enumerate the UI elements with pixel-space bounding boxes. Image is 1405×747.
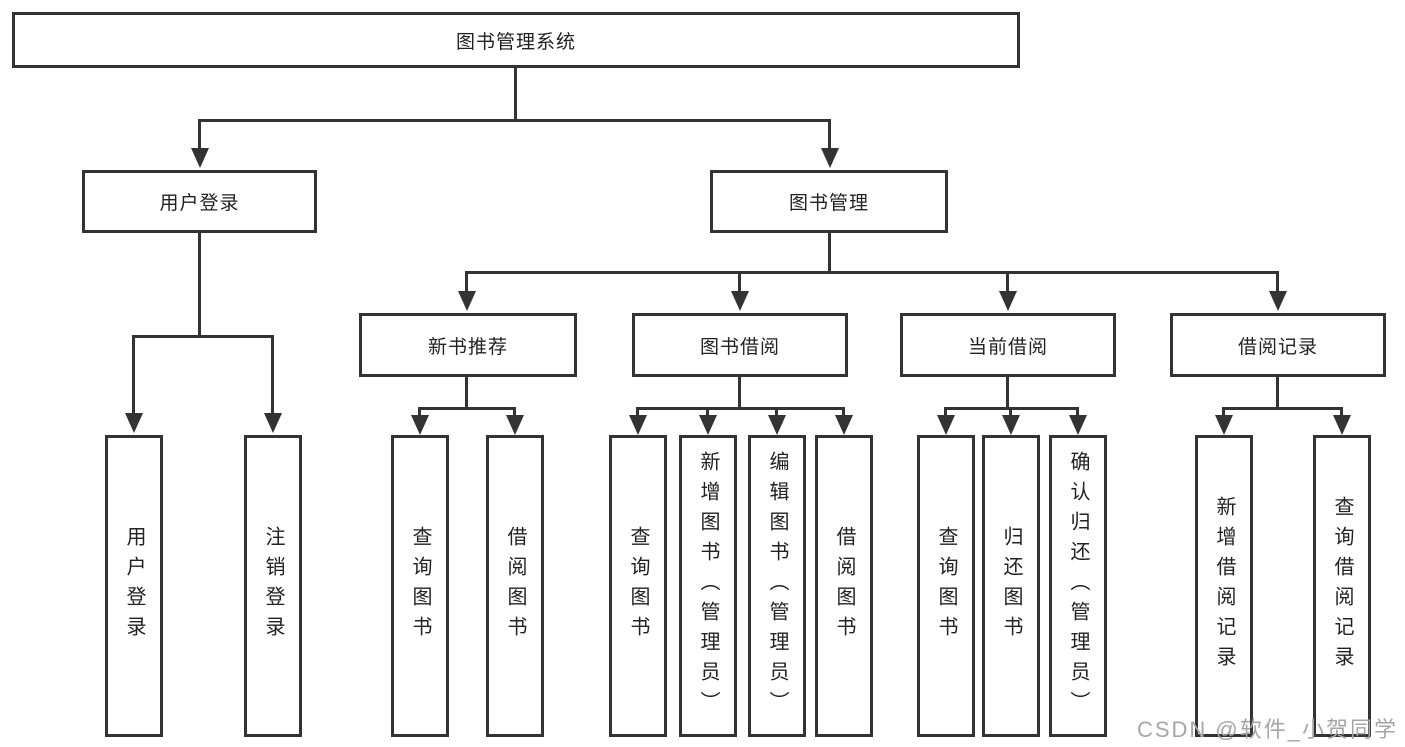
leaf-logout: 注销登录 xyxy=(244,435,302,737)
node-borrow-records: 借阅记录 xyxy=(1170,313,1386,377)
arrow-down-icon xyxy=(768,415,786,435)
node-label: 新书推荐 xyxy=(427,336,508,358)
arrow-down-icon xyxy=(458,291,476,311)
node-label: 查询借阅记录 xyxy=(1331,496,1353,676)
connector-arrow-line xyxy=(636,407,639,419)
node-label: 借阅图书 xyxy=(504,526,526,646)
arrow-down-icon xyxy=(1215,415,1233,435)
connector-groupB-rail xyxy=(636,407,845,410)
leaf-user-login: 用户登录 xyxy=(105,435,163,737)
connector-level1-rail xyxy=(198,119,831,122)
node-label: 图书管理系统 xyxy=(455,31,576,53)
connector-arrow-line xyxy=(1340,407,1343,419)
arrow-down-icon xyxy=(999,291,1017,311)
connector-groupD-stem xyxy=(1276,376,1279,410)
leaf-confirm-return-admin: 确认归还（管理员） xyxy=(1049,435,1107,737)
arrow-down-icon xyxy=(937,415,955,435)
node-label: 借阅图书 xyxy=(833,526,855,646)
arrow-down-icon xyxy=(731,291,749,311)
node-label: 借阅记录 xyxy=(1237,336,1318,358)
node-label: 注销登录 xyxy=(262,526,284,646)
node-label: 新增图书（管理员） xyxy=(697,451,719,721)
connector-arrow-line xyxy=(271,335,274,415)
node-book-management: 图书管理 xyxy=(710,170,948,233)
connector-arrow-line xyxy=(828,119,831,153)
leaf-add-borrow-record: 新增借阅记录 xyxy=(1195,435,1253,737)
connector-arrow-line xyxy=(1006,271,1009,295)
arrow-down-icon xyxy=(411,415,429,435)
connector-arrow-line xyxy=(418,407,421,419)
connector-arrow-line xyxy=(944,407,947,419)
arrow-down-icon xyxy=(1333,415,1351,435)
leaf-borrow-books-recommend: 借阅图书 xyxy=(486,435,544,737)
node-label: 查询图书 xyxy=(627,526,649,646)
node-label: 图书借阅 xyxy=(699,336,780,358)
connector-groupA-rail xyxy=(418,407,516,410)
connector-arrow-line xyxy=(1009,407,1012,419)
connector-groupB-stem xyxy=(738,376,741,410)
connector-arrow-line xyxy=(738,271,741,295)
node-user-login: 用户登录 xyxy=(82,170,317,233)
connector-user-login-stem xyxy=(198,232,201,338)
node-label: 用户登录 xyxy=(123,526,145,646)
connector-arrow-line xyxy=(842,407,845,419)
node-label: 确认归还（管理员） xyxy=(1067,451,1089,721)
connector-arrow-line xyxy=(465,271,468,295)
connector-book-mgmt-stem xyxy=(828,232,831,274)
node-current-borrowing: 当前借阅 xyxy=(900,313,1116,377)
node-label: 查询图书 xyxy=(935,526,957,646)
node-system-root: 图书管理系统 xyxy=(12,12,1020,68)
node-label: 图书管理 xyxy=(788,193,869,214)
connector-user-login-rail xyxy=(132,335,274,338)
node-label: 当前借阅 xyxy=(967,336,1048,358)
node-book-borrowing: 图书借阅 xyxy=(632,313,848,377)
connector-arrow-line xyxy=(132,335,135,415)
arrow-down-icon xyxy=(629,415,647,435)
connector-root-stem xyxy=(514,68,517,122)
connector-groupD-rail xyxy=(1222,407,1343,410)
arrow-down-icon xyxy=(1069,415,1087,435)
connector-arrow-line xyxy=(1076,407,1079,419)
leaf-edit-books-admin: 编辑图书（管理员） xyxy=(748,435,806,737)
node-label: 查询图书 xyxy=(409,526,431,646)
leaf-query-borrow-record: 查询借阅记录 xyxy=(1313,435,1371,737)
connector-groupA-stem xyxy=(465,376,468,410)
connector-arrow-line xyxy=(706,407,709,419)
arrow-down-icon xyxy=(264,413,282,433)
arrow-down-icon xyxy=(835,415,853,435)
node-label: 用户登录 xyxy=(159,193,240,214)
arrow-down-icon xyxy=(1269,291,1287,311)
connector-arrow-line xyxy=(1276,271,1279,295)
leaf-query-books-current: 查询图书 xyxy=(917,435,975,737)
arrow-down-icon xyxy=(191,148,209,168)
leaf-query-books-recommend: 查询图书 xyxy=(391,435,449,737)
leaf-query-books-borrowing: 查询图书 xyxy=(609,435,667,737)
node-label: 归还图书 xyxy=(1000,526,1022,646)
arrow-down-icon xyxy=(1002,415,1020,435)
arrow-down-icon xyxy=(699,415,717,435)
arrow-down-icon xyxy=(821,148,839,168)
csdn-watermark: CSDN @软件_小贺同学 xyxy=(1136,717,1398,742)
arrow-down-icon xyxy=(506,415,524,435)
leaf-borrow-books: 借阅图书 xyxy=(815,435,873,737)
connector-groupC-stem xyxy=(1006,376,1009,410)
node-label: 编辑图书（管理员） xyxy=(766,451,788,721)
node-new-book-recommend: 新书推荐 xyxy=(359,313,577,377)
arrow-down-icon xyxy=(125,413,143,433)
node-label: 新增借阅记录 xyxy=(1213,496,1235,676)
connector-level2-rail xyxy=(465,271,1279,274)
connector-arrow-line xyxy=(513,407,516,419)
connector-arrow-line xyxy=(198,119,201,153)
connector-arrow-line xyxy=(1222,407,1225,419)
leaf-add-books-admin: 新增图书（管理员） xyxy=(679,435,737,737)
leaf-return-books: 归还图书 xyxy=(982,435,1040,737)
connector-arrow-line xyxy=(775,407,778,419)
